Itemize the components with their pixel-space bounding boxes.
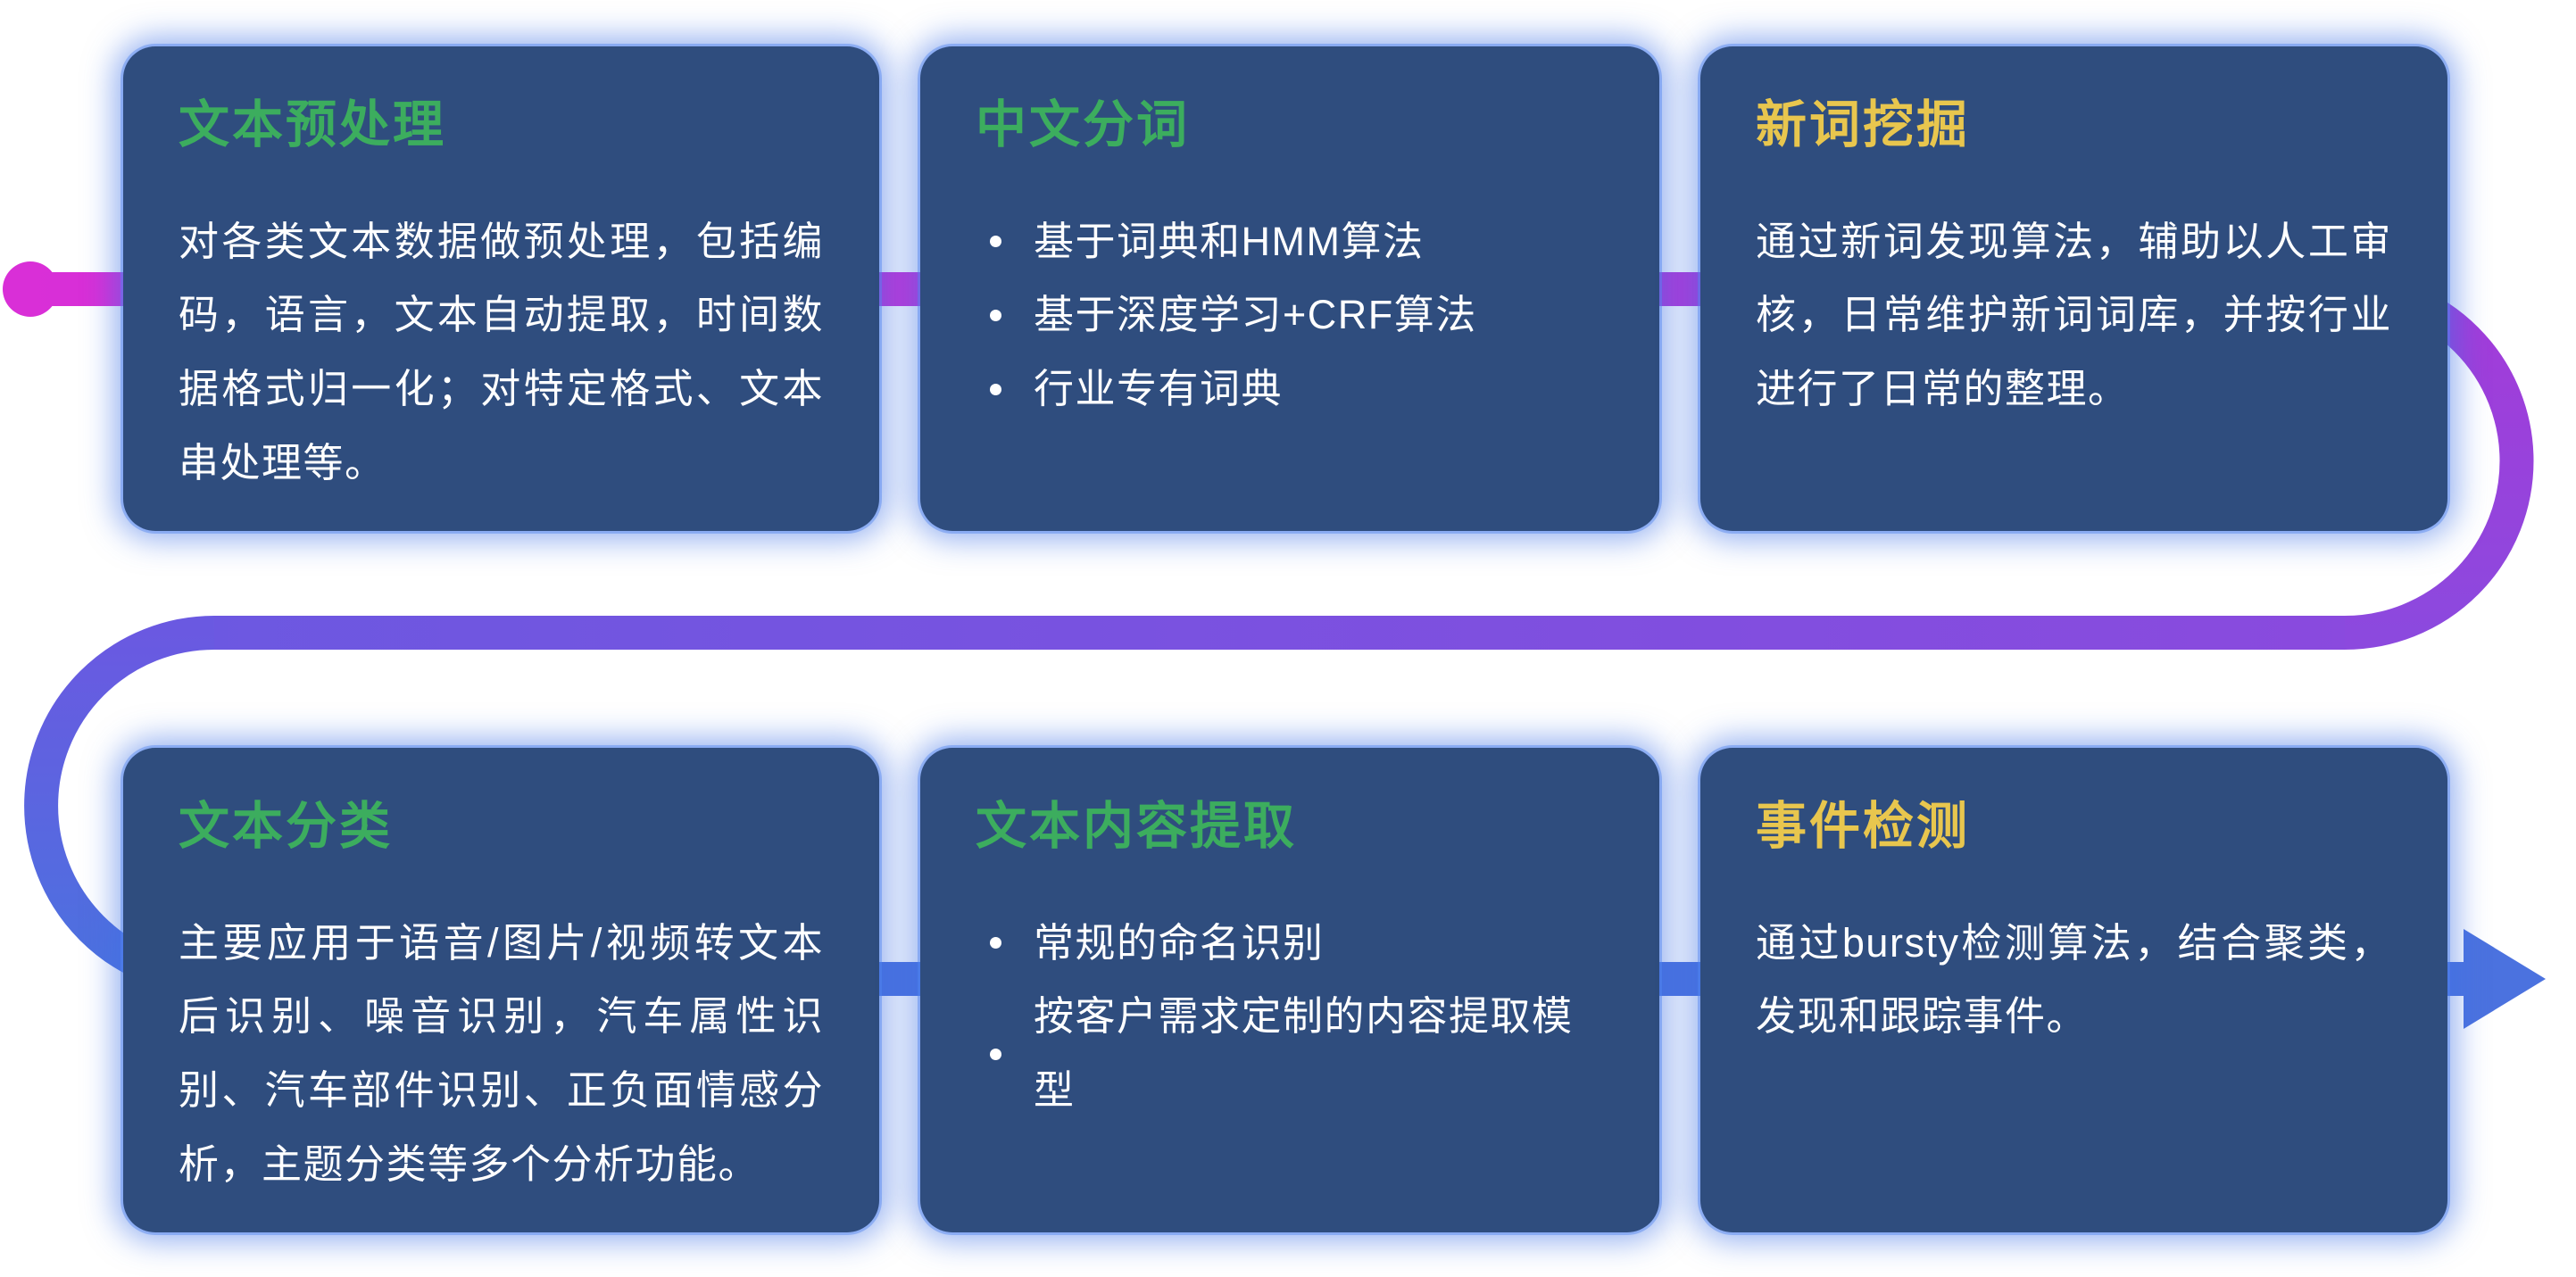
bullet-text: 基于词典和HMM算法 [1034, 218, 1425, 264]
card-title: 文本内容提取 [976, 798, 1297, 855]
card-chinese-word-segmentation: 中文分词 基于词典和HMM算法 基于深度学习+CRF算法 行业专有词典 [920, 46, 1659, 531]
card-title: 中文分词 [976, 96, 1190, 153]
bullet-icon [990, 937, 1001, 949]
card-bullet-list: 基于词典和HMM算法 基于深度学习+CRF算法 行业专有词典 [976, 205, 1604, 427]
bullet-item: 常规的命名识别 [976, 907, 1604, 981]
card-bullet-list: 常规的命名识别 按客户需求定制的内容提取模型 [976, 907, 1604, 1128]
bullet-icon [990, 310, 1001, 322]
bullet-text: 行业专有词典 [1034, 366, 1284, 412]
card-event-detection: 事件检测 通过bursty检测算法，结合聚类，发现和跟踪事件。 [1700, 748, 2447, 1232]
bullet-item: 行业专有词典 [976, 352, 1604, 427]
bullet-text: 常规的命名识别 [1034, 919, 1325, 966]
bullet-text: 基于深度学习+CRF算法 [1034, 292, 1477, 338]
bullet-icon [990, 384, 1001, 396]
bullet-text: 按客户需求定制的内容提取模型 [1034, 993, 1574, 1114]
card-body: 对各类文本数据做预处理，包括编码，语言，文本自动提取，时间数据格式归一化；对特定… [179, 218, 824, 485]
card-body: 通过bursty检测算法，结合聚类，发现和跟踪事件。 [1756, 919, 2392, 1040]
bullet-item: 基于深度学习+CRF算法 [976, 278, 1604, 352]
card-body: 主要应用于语音/图片/视频转文本后识别、噪音识别，汽车属性识别、汽车部件识别、正… [179, 919, 824, 1187]
bullet-icon [990, 236, 1001, 248]
bullet-icon [990, 1048, 1001, 1060]
card-text-preprocessing: 文本预处理 对各类文本数据做预处理，包括编码，语言，文本自动提取，时间数据格式归… [123, 46, 879, 531]
card-body: 通过新词发现算法，辅助以人工审核，日常维护新词词库，并按行业进行了日常的整理。 [1756, 218, 2392, 412]
flow-arrow-right-icon [2464, 929, 2546, 1029]
card-title: 文本分类 [179, 798, 393, 855]
bullet-item: 按客户需求定制的内容提取模型 [976, 980, 1604, 1128]
card-title: 新词挖掘 [1756, 96, 1970, 153]
card-title: 文本预处理 [179, 96, 446, 153]
card-new-word-mining: 新词挖掘 通过新词发现算法，辅助以人工审核，日常维护新词词库，并按行业进行了日常… [1700, 46, 2447, 531]
bullet-item: 基于词典和HMM算法 [976, 205, 1604, 279]
card-text-content-extraction: 文本内容提取 常规的命名识别 按客户需求定制的内容提取模型 [920, 748, 1659, 1232]
card-text-classification: 文本分类 主要应用于语音/图片/视频转文本后识别、噪音识别，汽车属性识别、汽车部… [123, 748, 879, 1232]
card-title: 事件检测 [1756, 798, 1970, 855]
